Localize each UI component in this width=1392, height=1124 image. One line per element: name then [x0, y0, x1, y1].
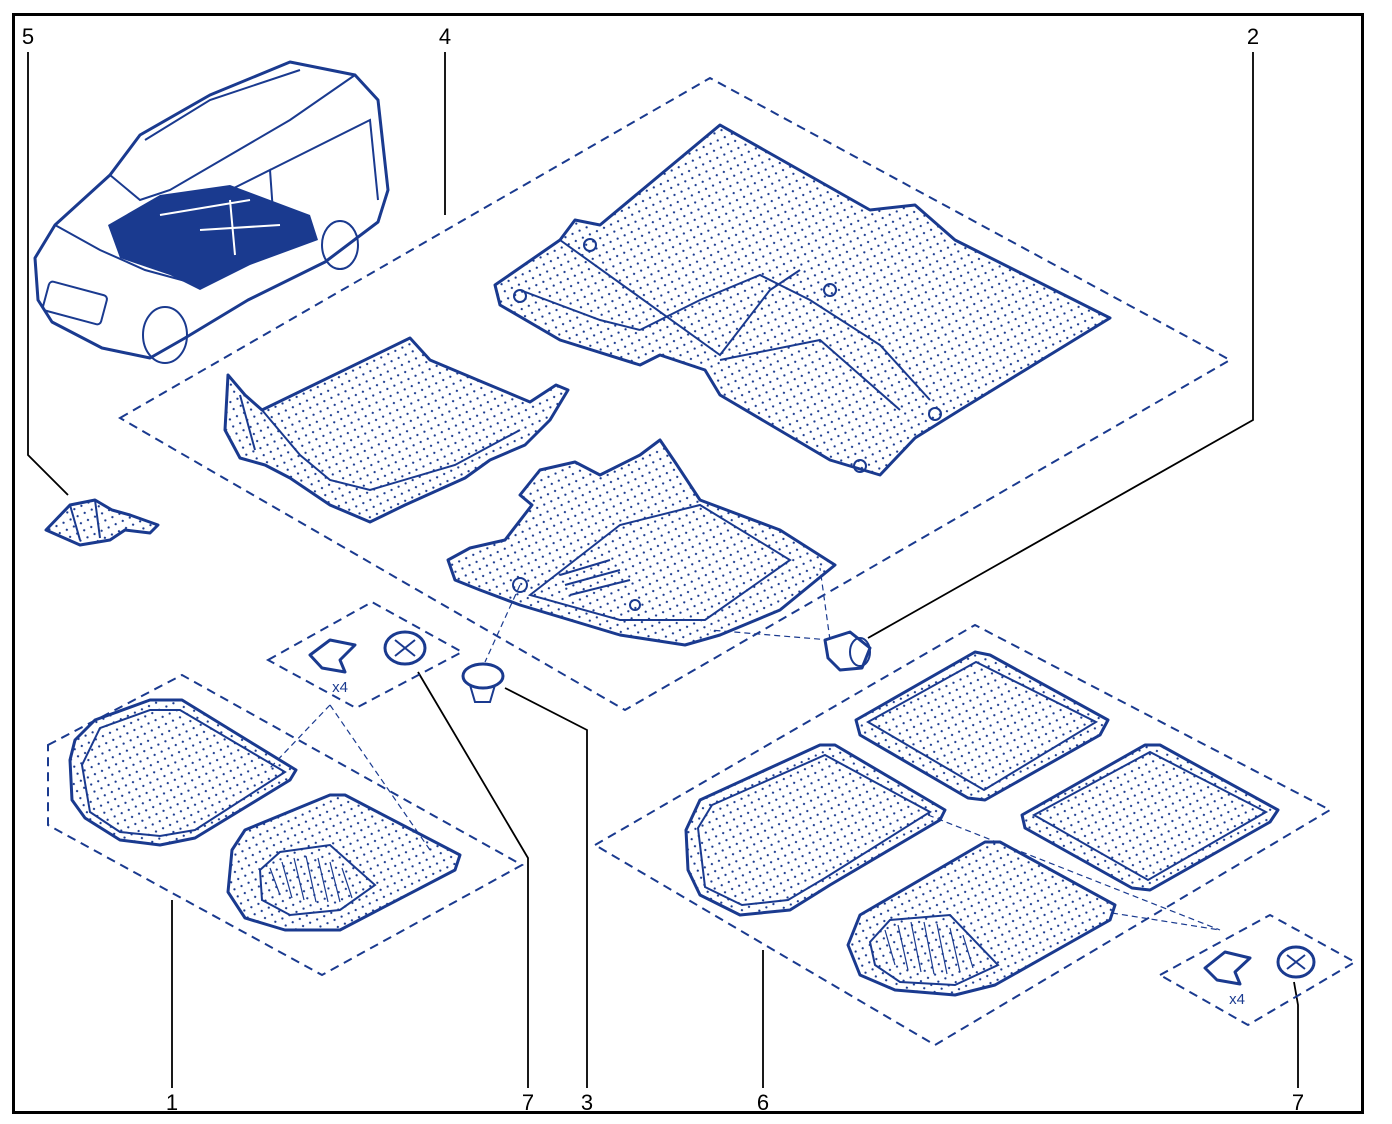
callout-3: 3 — [581, 1090, 593, 1115]
leader-7-left — [417, 671, 529, 1088]
callout-7-right: 7 — [1292, 1090, 1304, 1115]
floor-mat-set-1 — [68, 698, 462, 932]
step-protector-mat — [44, 498, 160, 547]
mat-retaining-stud-icon — [461, 662, 505, 703]
mat-6-rear-right — [1020, 743, 1280, 892]
front-floor-covering-left — [223, 336, 570, 524]
callout-7-left: 7 — [522, 1090, 534, 1115]
mat-clip-icon — [308, 638, 357, 674]
diagram-frame — [12, 13, 1364, 1114]
clip-kit-right-boundary — [1157, 913, 1358, 1027]
callout-1: 1 — [166, 1090, 178, 1115]
mat-6-rear-left — [854, 650, 1110, 802]
push-in-clip-icon — [823, 630, 872, 672]
floor-highlight — [108, 185, 318, 290]
clip-kit-right: x4 — [1203, 945, 1316, 1008]
leader-2 — [867, 52, 1254, 639]
front-floor-covering-right — [446, 438, 837, 663]
kit-6-boundary — [593, 623, 1333, 1047]
leader-3 — [504, 687, 588, 1088]
mat-clip-icon — [1203, 950, 1252, 986]
clip-kit-left-boundary — [265, 600, 465, 710]
mat-6-front-right — [846, 840, 1117, 997]
kit-boundaries — [47, 76, 1358, 1047]
clip-quantity-right: x4 — [1229, 991, 1245, 1008]
mat-1-front-left — [68, 698, 298, 847]
leader-7-right — [1293, 981, 1299, 1088]
callout-2: 2 — [1247, 24, 1259, 49]
leader-5 — [27, 52, 69, 496]
clip-quantity-left: x4 — [332, 679, 348, 696]
floor-mat-set-6 — [684, 650, 1280, 997]
leader-lines — [27, 52, 1299, 1088]
callout-5: 5 — [22, 24, 34, 49]
kit-4-boundary — [117, 76, 1233, 712]
clip-kit-left: x4 — [308, 630, 427, 696]
mat-1-front-right — [226, 793, 462, 932]
rear-floor-covering — [493, 123, 1112, 477]
callout-4: 4 — [439, 24, 451, 49]
callout-6: 6 — [757, 1090, 769, 1115]
kit-1-boundary — [47, 673, 525, 977]
van-icon — [33, 60, 390, 364]
